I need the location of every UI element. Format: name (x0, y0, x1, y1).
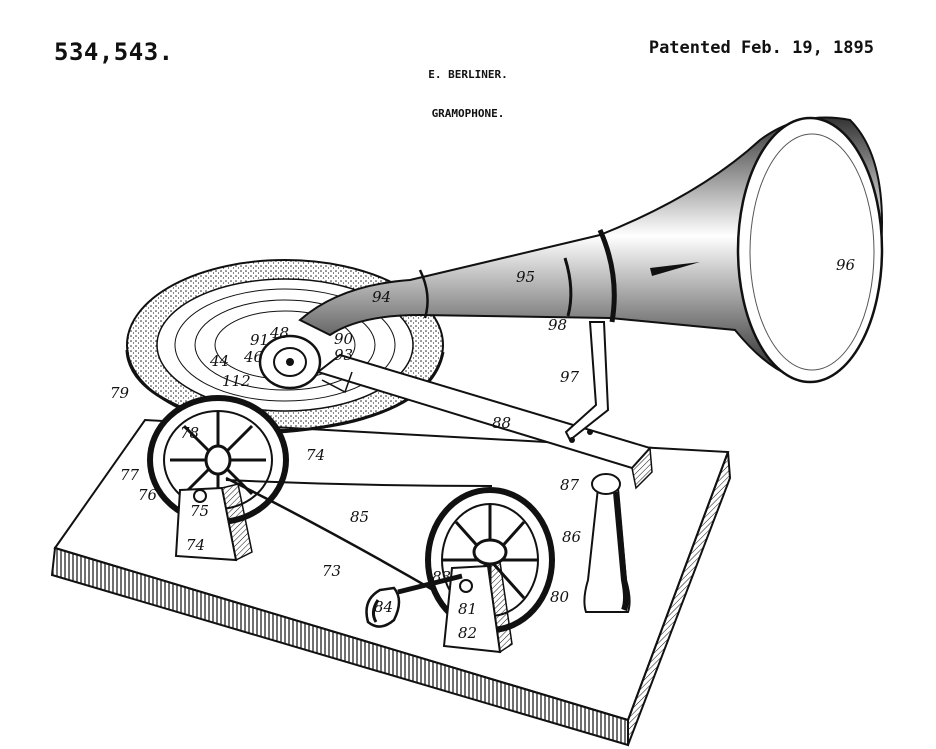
ref-46: 46 (243, 348, 264, 366)
crank-handle (365, 573, 463, 628)
ref-48: 48 (269, 324, 289, 342)
drive-belt (225, 476, 493, 596)
horn (298, 116, 884, 384)
ref-83: 83 (432, 568, 451, 586)
tone-arm (315, 353, 653, 490)
upright-post (583, 473, 631, 613)
ref-98: 98 (548, 316, 567, 334)
ref-82: 82 (458, 624, 477, 642)
ref-94: 94 (372, 288, 391, 306)
ref-84: 84 (374, 598, 393, 616)
ref-88: 88 (492, 414, 511, 432)
horn-support (564, 321, 610, 443)
ref-77: 77 (120, 466, 140, 484)
ref-81: 81 (458, 600, 477, 618)
reference-numerals: 96 95 94 98 97 90 93 48 91 46 44 112 79 … (110, 256, 856, 642)
sound-box (258, 334, 322, 390)
ref-91: 91 (250, 331, 269, 349)
ref-44: 44 (209, 352, 229, 370)
right-bearing-block (442, 561, 513, 654)
ref-76: 76 (138, 486, 158, 504)
ref-78: 78 (180, 424, 199, 442)
ref-97: 97 (560, 368, 580, 386)
small-wheel (425, 487, 555, 633)
ref-112: 112 (222, 372, 251, 390)
ref-90: 90 (334, 330, 354, 348)
device-title: GRAMOPHONE. (431, 107, 505, 120)
inventor-name: E. BERLINER. (428, 68, 508, 81)
ref-85: 85 (350, 508, 369, 526)
patent-date: Patented Feb. 19, 1895 (648, 38, 874, 58)
patent-number: 534,543. (54, 38, 174, 66)
ref-96: 96 (836, 256, 856, 274)
ref-75: 75 (190, 502, 209, 520)
ref-93: 93 (334, 346, 353, 364)
ref-74-top: 74 (306, 446, 325, 464)
ref-80: 80 (550, 588, 570, 606)
left-bearing-block (174, 483, 253, 562)
ref-87: 87 (560, 476, 580, 494)
ref-74-block: 74 (186, 536, 205, 554)
ref-73: 73 (322, 562, 341, 580)
ref-95: 95 (516, 268, 535, 286)
ref-79: 79 (110, 384, 130, 402)
ref-86: 86 (562, 528, 582, 546)
